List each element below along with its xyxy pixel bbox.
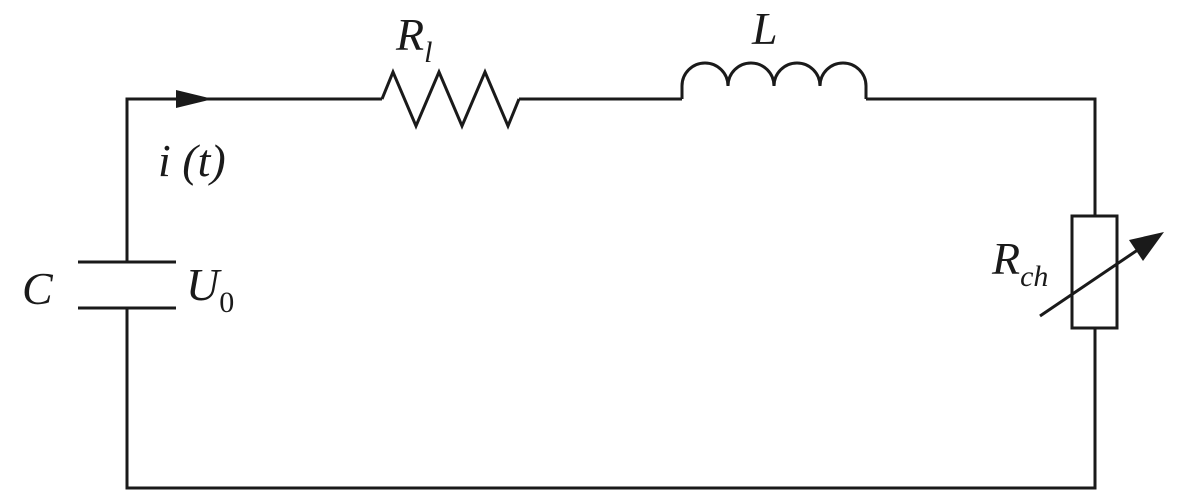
inductor-label: L (752, 3, 778, 54)
capacitor-label: C (22, 263, 53, 314)
resistor-label: Rl (396, 9, 433, 69)
variable-arrow-line (1039, 243, 1146, 318)
wire-top-right (866, 97, 1097, 216)
variable-resistor-rch (1070, 214, 1119, 330)
resistor-rl (380, 68, 521, 130)
variable-arrow-head (1129, 232, 1164, 261)
wire-top-left (125, 97, 382, 262)
variable-resistor-label: Rch (992, 233, 1049, 293)
wire-bottom (125, 308, 1097, 490)
current-direction-arrow-icon (176, 90, 213, 108)
voltage-label: U0 (186, 259, 235, 319)
inductor-l (680, 61, 868, 99)
current-label: i (t) (158, 135, 226, 186)
